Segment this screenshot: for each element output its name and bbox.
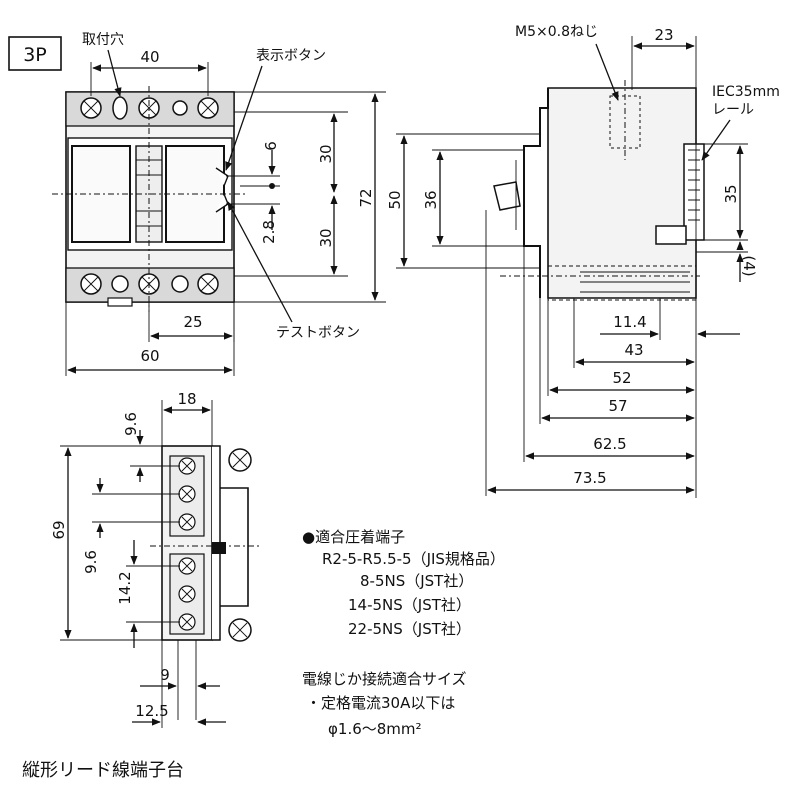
screw-icon (178, 585, 196, 603)
dimension-label: 57 (608, 397, 627, 415)
mounting-hole-label: 取付穴 (82, 32, 124, 48)
mounting-hole-icon (171, 275, 189, 293)
dimension-label: 2.8 (260, 220, 278, 244)
wire-rating: ・定格電流30A以下は (306, 694, 455, 712)
dimension-label: 52 (612, 369, 631, 387)
dimension-label: 12.5 (135, 702, 168, 720)
dimension-label: 23 (654, 26, 673, 44)
wire-size: φ1.6〜8mm² (328, 720, 422, 738)
screw-icon (178, 513, 196, 531)
screw-icon (228, 618, 252, 642)
model-badge: 3P (8, 36, 62, 71)
model-badge-text: 3P (23, 44, 47, 66)
indicator-button-label: 表示ボタン (256, 48, 326, 64)
screw-icon (178, 557, 196, 575)
dimension-label: 62.5 (593, 435, 626, 453)
mounting-hole-icon (112, 96, 128, 120)
dimension-label: 9.6 (122, 412, 140, 436)
dimension-label: (4) (740, 255, 758, 276)
terminal-block-title: 縦形リード線端子台 (22, 760, 184, 781)
test-button-label: テストボタン (276, 325, 360, 341)
dimension-label: 30 (317, 144, 335, 163)
dimension-label: 9 (160, 666, 170, 684)
screw-icon (178, 613, 196, 631)
screw-icon (80, 273, 102, 295)
rail-label-1: IEC35mm (712, 84, 780, 100)
wire-heading: 電線じか接続適合サイズ (302, 670, 467, 688)
dimension-label: 18 (177, 390, 196, 408)
dimension-label: 72 (357, 188, 375, 207)
dimension-label: 30 (317, 228, 335, 247)
side-view (493, 80, 705, 301)
dimension-label: 73.5 (573, 469, 606, 487)
dimension-label: 6 (262, 141, 280, 151)
dimension-label: 25 (183, 313, 202, 331)
rail-label-2: レール (712, 102, 754, 118)
terminal-spec: 14-5NS（JST社） (348, 596, 471, 614)
mounting-hole-icon (172, 100, 188, 116)
front-dimensions: 40 取付穴 表示ボタン テストボタン 6 2.8 30 30 72 (65, 32, 386, 376)
screw-icon (197, 97, 219, 119)
terminals-heading: ●適合圧着端子 (302, 528, 405, 546)
screw-icon (197, 273, 219, 295)
dimension-label: 11.4 (613, 313, 646, 331)
dimension-label: 35 (722, 184, 740, 203)
terminal-spec: R2-5-R5.5-5（JIS規格品） (322, 550, 505, 568)
notes: ●適合圧着端子 R2-5-R5.5-5（JIS規格品） 8-5NS（JST社） … (302, 528, 505, 738)
screw-icon (178, 485, 196, 503)
terminal-spec: 22-5NS（JST社） (348, 620, 471, 638)
terminal-dimensions: 18 9.6 69 9.6 14.2 9 12.5 (50, 390, 226, 728)
screw-icon (228, 448, 252, 472)
dimension-label: 69 (50, 520, 68, 539)
side-dimensions: M5×0.8ねじ 23 IEC35mm レール 50 36 35 (4) (386, 24, 780, 498)
screw-icon (178, 457, 196, 475)
mounting-hole-icon (107, 275, 133, 307)
screw-spec-label: M5×0.8ねじ (515, 24, 598, 40)
dimension-label: 40 (140, 48, 159, 66)
dimension-label: 36 (422, 190, 440, 209)
dimension-label: 14.2 (116, 571, 134, 604)
dimension-label: 9.6 (82, 550, 100, 574)
screw-icon (80, 97, 102, 119)
terminal-spec: 8-5NS（JST社） (360, 572, 473, 590)
dimension-label: 50 (386, 190, 404, 209)
dimension-label: 43 (624, 341, 643, 359)
front-view (52, 86, 248, 312)
dimension-label: 60 (140, 347, 159, 365)
